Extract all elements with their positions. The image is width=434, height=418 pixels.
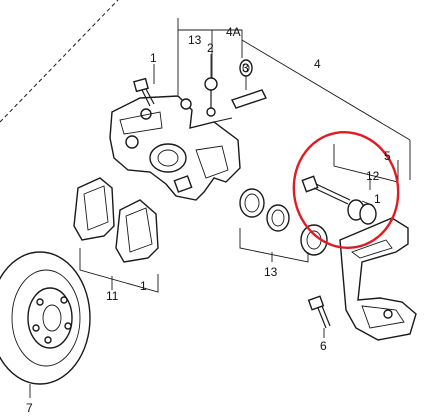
guide-line-top-left bbox=[0, 0, 119, 123]
label-4: 4 bbox=[314, 57, 321, 71]
part-labels: 13 4A 4 1 2 3 5 12 1 11 1 13 6 7 bbox=[26, 25, 391, 415]
label-13-top: 13 bbox=[188, 33, 202, 47]
label-3: 3 bbox=[242, 61, 249, 75]
label-1-bolt: 1 bbox=[150, 51, 157, 65]
brake-disc bbox=[0, 251, 91, 398]
bleeder-cap bbox=[231, 59, 267, 109]
highlighted-guide-kit bbox=[292, 130, 400, 250]
brake-caliper bbox=[109, 95, 241, 201]
label-12: 12 bbox=[366, 169, 380, 183]
brake-pads bbox=[73, 177, 159, 263]
caliper-carrier bbox=[339, 217, 417, 341]
bracket-lines-pads bbox=[79, 248, 159, 293]
carrier-bolt bbox=[307, 295, 331, 338]
label-11: 11 bbox=[106, 289, 119, 303]
label-13-seals: 13 bbox=[264, 265, 278, 279]
guide-bolt-top bbox=[133, 64, 155, 107]
label-6: 6 bbox=[320, 339, 327, 353]
highlight-circle bbox=[292, 130, 400, 250]
label-5: 5 bbox=[384, 149, 391, 163]
piston-seals bbox=[239, 188, 328, 263]
label-1-kit: 1 bbox=[374, 192, 381, 206]
label-1-pads: 1 bbox=[140, 279, 147, 293]
label-7: 7 bbox=[26, 401, 33, 415]
label-4a: 4A bbox=[226, 25, 241, 39]
bracket-lines-top bbox=[177, 18, 411, 180]
bleeder-valve bbox=[204, 54, 218, 117]
label-2: 2 bbox=[207, 41, 214, 55]
